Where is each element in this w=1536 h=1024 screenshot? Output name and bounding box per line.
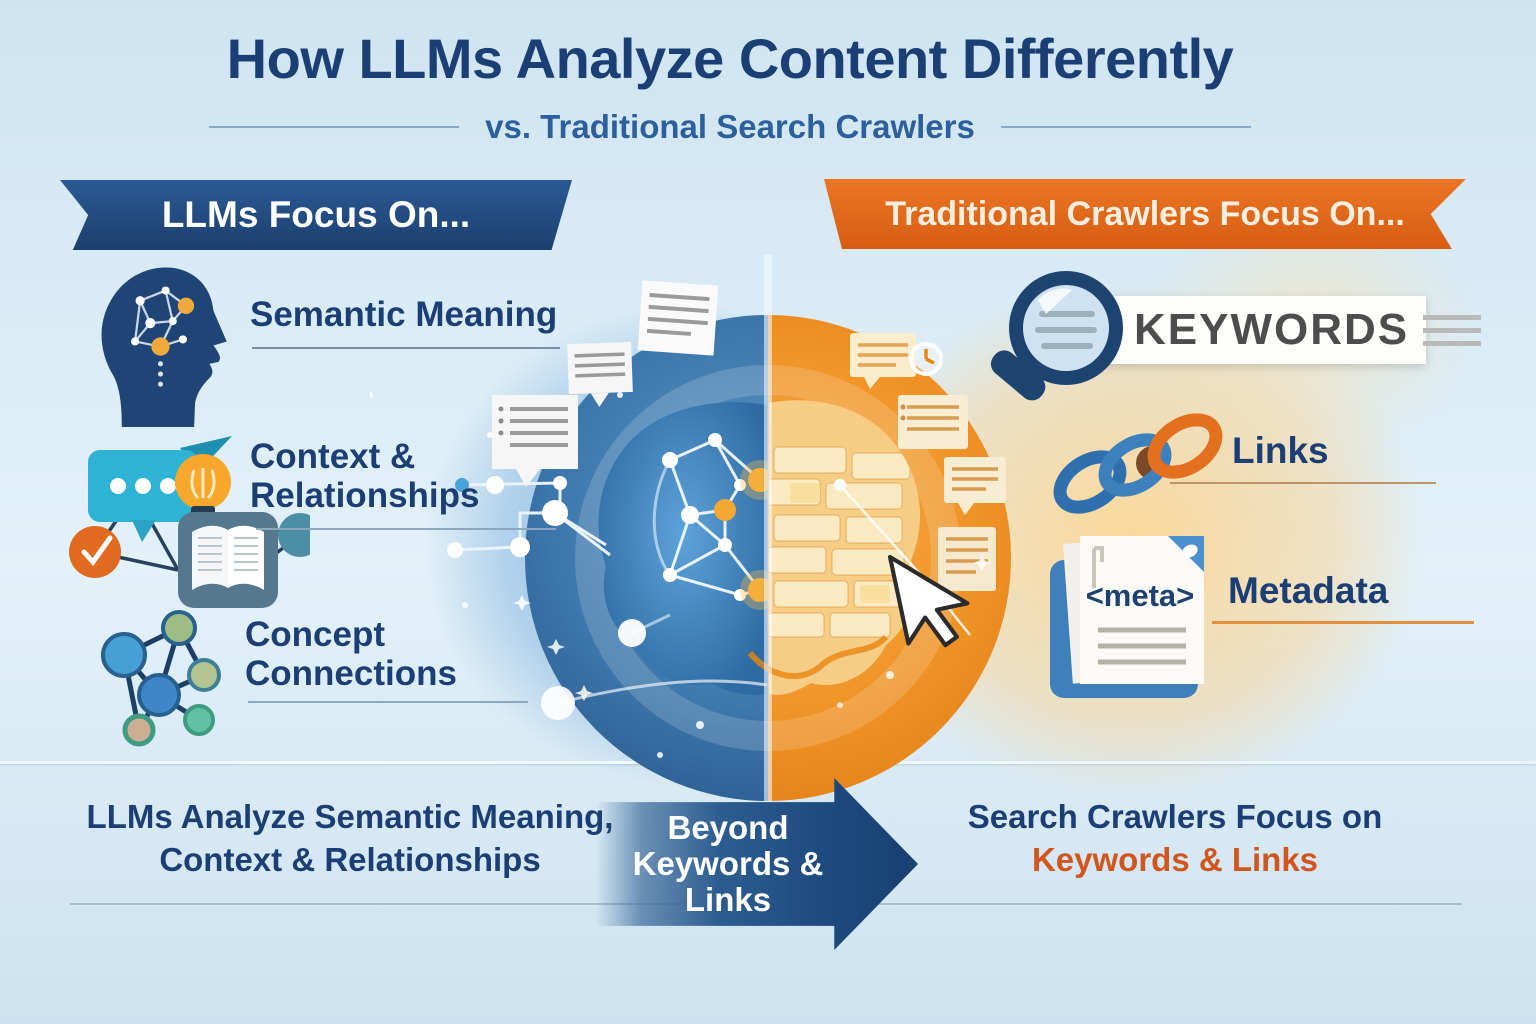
- footer-left-line-1: LLMs Analyze Semantic Meaning,: [86, 798, 614, 835]
- page-title: How LLMs Analyze Content Differently: [226, 27, 1234, 90]
- center-divider: [764, 255, 772, 815]
- split-brain-illustration: [367, 255, 1070, 820]
- context-relationships-underline: [256, 528, 556, 530]
- concept-graph-icon: [82, 598, 247, 753]
- crawlers-banner: Traditional Crawlers Focus On...: [824, 179, 1466, 249]
- footer-right-line-1: Search Crawlers Focus on: [967, 798, 1383, 835]
- clock-icon: [909, 342, 943, 376]
- arrow-line-3: Links: [684, 881, 772, 919]
- floating-documents-right: [834, 333, 1006, 708]
- semantic-meaning-underline: [252, 347, 560, 349]
- check-circle-icon: [69, 526, 121, 578]
- floating-documents-left: [492, 280, 719, 487]
- chain-links-icon: [1035, 408, 1235, 528]
- footer-left-line-2: Context & Relationships: [159, 840, 541, 878]
- arrow-line-1: Beyond: [667, 808, 789, 846]
- footer-right-line-2: Keywords & Links: [1031, 840, 1319, 878]
- context-network-icon: [60, 420, 322, 615]
- llms-banner: LLMs Focus On...: [60, 180, 572, 250]
- context-relationships-label: Context & Relationships: [250, 437, 479, 515]
- node-dot-icon: [278, 513, 322, 557]
- context-line-1: Context &: [250, 437, 416, 476]
- concept-connections-underline: [248, 701, 528, 703]
- metadata-label: Metadata: [1228, 570, 1389, 611]
- llms-banner-label: LLMs Focus On...: [161, 194, 471, 235]
- node-chain-dots: [447, 476, 646, 720]
- subtitle-right-line: [1000, 126, 1251, 128]
- metadata-document-icon: <meta>: [1042, 518, 1222, 708]
- page-subtitle: vs. Traditional Search Crawlers: [485, 108, 975, 145]
- keywords-speed-lines: [1423, 314, 1482, 346]
- links-label: Links: [1232, 430, 1329, 471]
- meta-tag-text: <meta>: [1086, 578, 1195, 613]
- cursor-icon: [887, 554, 970, 648]
- metadata-underline: [1212, 621, 1474, 624]
- brain-head-icon: [88, 260, 233, 433]
- crawlers-banner-label: Traditional Crawlers Focus On...: [885, 194, 1405, 233]
- neural-brain-left: [598, 402, 768, 695]
- concept-line-1: Concept: [245, 615, 385, 654]
- concept-line-2: Connections: [245, 654, 457, 694]
- semantic-meaning-label: Semantic Meaning: [250, 295, 558, 334]
- arrow-line-2: Keywords &: [632, 844, 824, 882]
- concept-connections-label: Concept Connections: [245, 615, 457, 693]
- footer-left-text: LLMs Analyze Semantic Meaning, Context &…: [70, 796, 630, 882]
- footer-right-text: Search Crawlers Focus on Keywords & Link…: [915, 796, 1435, 882]
- links-underline: [1170, 482, 1436, 484]
- subtitle-left-line: [209, 126, 460, 128]
- magnifier-icon: [966, 262, 1126, 417]
- book-icon: [178, 512, 278, 608]
- context-line-2: Relationships: [250, 476, 480, 516]
- keywords-label: KEYWORDS: [1134, 305, 1410, 354]
- subtitle-row: vs. Traditional Search Crawlers: [0, 108, 1460, 146]
